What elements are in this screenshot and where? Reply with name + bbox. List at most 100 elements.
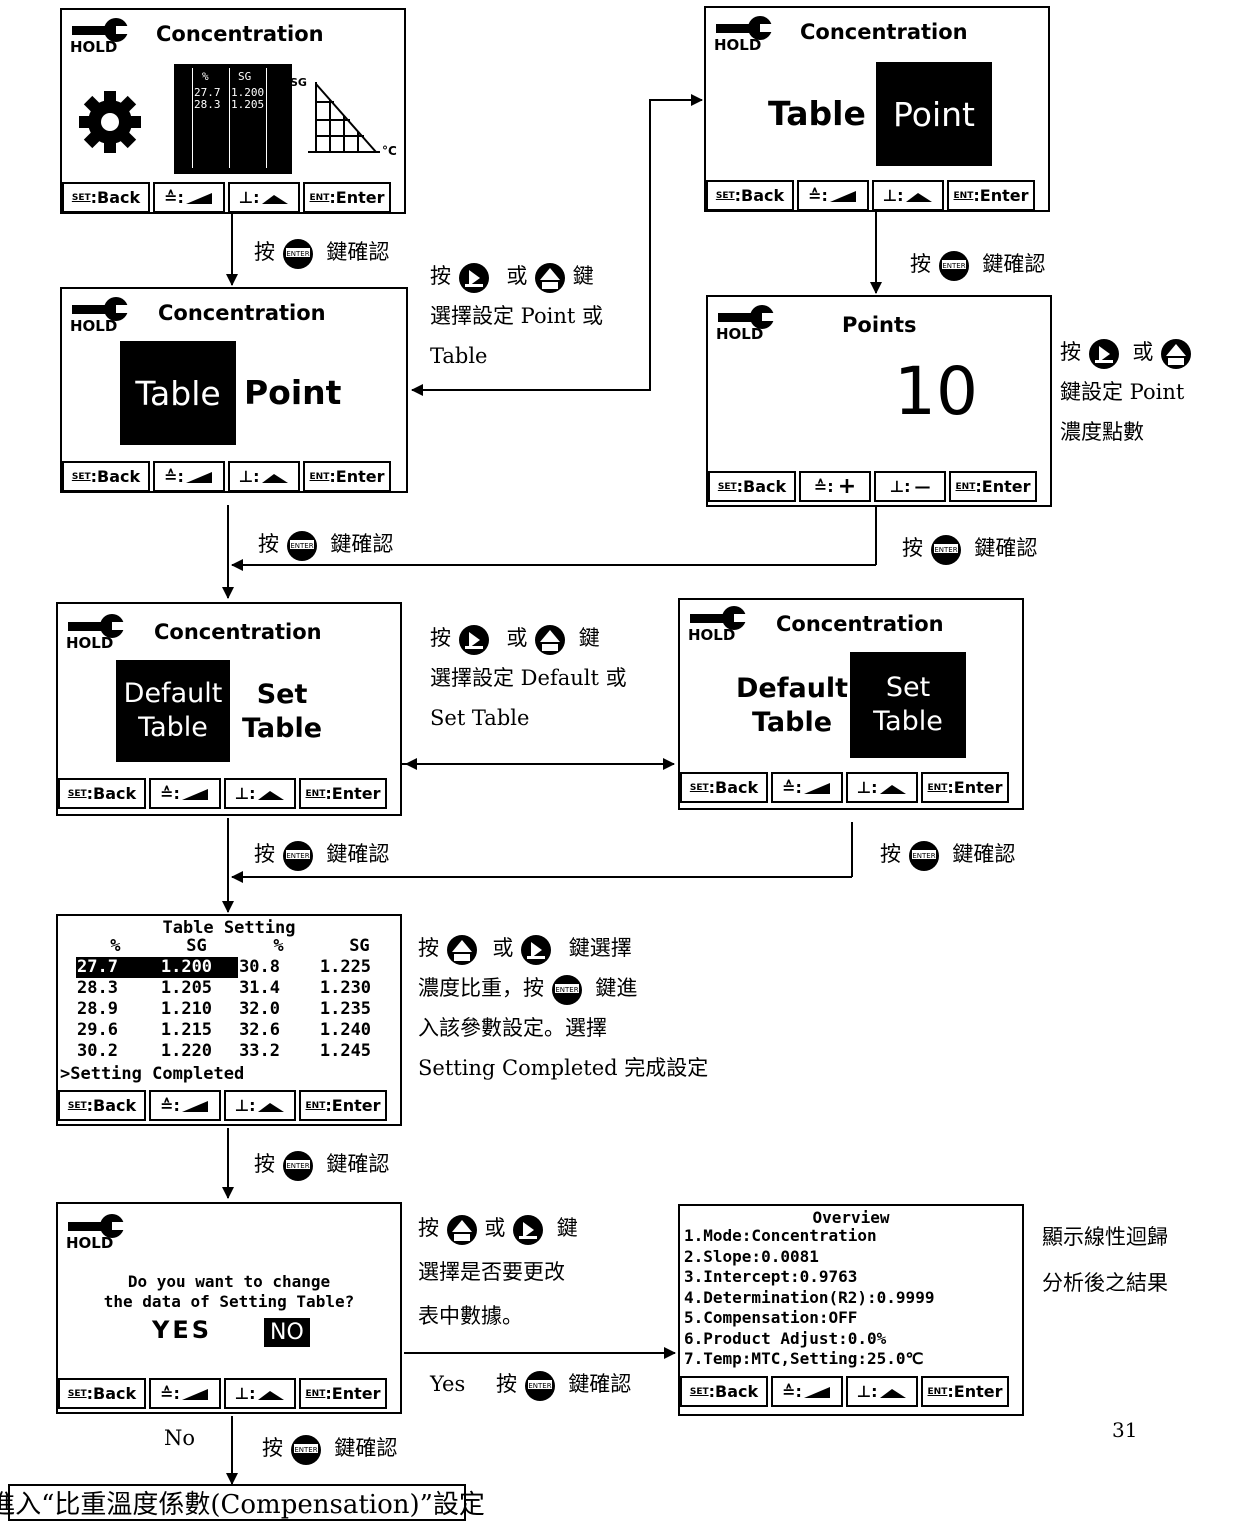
points-value[interactable]: 10 — [894, 353, 978, 430]
option-yes[interactable]: YES — [152, 1316, 213, 1344]
wrench-icon — [716, 16, 774, 40]
up-softkey[interactable]: ≙: — [153, 182, 225, 213]
option-point[interactable]: Point — [244, 373, 342, 412]
up-softkey[interactable]: ≙: — [797, 180, 869, 211]
table-cell[interactable]: 1.235 — [319, 999, 372, 1019]
up-softkey[interactable]: ≙: — [771, 772, 843, 803]
back-softkey[interactable]: SET:Back — [62, 182, 150, 213]
plus-softkey[interactable]: ≙: + — [799, 471, 871, 502]
option-point-selected[interactable]: Point — [876, 62, 992, 166]
back-softkey[interactable]: SET:Back — [680, 1376, 768, 1407]
back-softkey[interactable]: SET:Back — [62, 461, 150, 492]
down-softkey[interactable]: ⊥: — [224, 778, 296, 809]
table-cell[interactable]: 31.4 — [239, 978, 281, 998]
note-confirm-4: 按 ENTER 鍵確認 — [902, 528, 1037, 568]
option-table[interactable]: Table — [768, 94, 866, 133]
down-softkey[interactable]: ⊥: — [872, 180, 944, 211]
enter-softkey[interactable]: ENT:Enter — [949, 471, 1037, 502]
enter-softkey[interactable]: ENT:Enter — [299, 778, 387, 809]
table-cell[interactable]: 32.0 — [239, 999, 281, 1019]
enter-key-icon: ENTER — [286, 530, 317, 561]
table-cell[interactable]: 1.240 — [319, 1020, 372, 1040]
table-row[interactable]: 28.3 1.205 31.4 1.230 — [76, 978, 400, 999]
axis-y-label: SG — [290, 76, 307, 89]
table-cell[interactable]: 32.6 — [239, 1020, 281, 1040]
header-cell: % — [273, 936, 284, 956]
back-softkey[interactable]: SET:Back — [58, 1090, 146, 1121]
enter-softkey[interactable]: ENT:Enter — [303, 461, 391, 492]
hold-label: HOLD — [716, 325, 764, 343]
table-cell[interactable]: 33.2 — [239, 1041, 281, 1061]
table-cell[interactable]: 1.205 — [160, 978, 213, 998]
down-softkey[interactable]: ⊥: — [228, 182, 300, 213]
table-row[interactable]: 29.6 1.215 32.6 1.240 — [76, 1020, 400, 1041]
screen-title: Concentration — [156, 22, 324, 46]
table-cell[interactable]: 1.215 — [160, 1020, 213, 1040]
screen-point-selected: HOLD Concentration Table Point SET:Back … — [704, 6, 1050, 212]
table-row[interactable]: 30.2 1.220 33.2 1.245 — [76, 1041, 400, 1062]
table-row[interactable]: 28.9 1.210 32.0 1.235 — [76, 999, 400, 1020]
enter-softkey[interactable]: ENT:Enter — [303, 182, 391, 213]
table-cell[interactable]: 1.210 — [160, 999, 213, 1019]
table-cell[interactable]: 1.220 — [160, 1041, 213, 1061]
option-table-selected[interactable]: Table — [120, 341, 236, 445]
table-row[interactable]: 27.7 1.200 30.8 1.225 — [76, 957, 400, 978]
table-cell-selected[interactable]: 27.7 — [76, 957, 155, 978]
up-softkey[interactable]: ≙: — [149, 1378, 221, 1409]
down-softkey[interactable]: ⊥: — [224, 1378, 296, 1409]
table-cell[interactable]: 28.9 — [77, 999, 118, 1019]
softkey-bar: SET:Back ≙: ⊥: ENT:Enter — [706, 180, 1035, 211]
table-cell[interactable]: 29.6 — [77, 1020, 118, 1040]
enter-softkey[interactable]: ENT:Enter — [947, 180, 1035, 211]
down-softkey[interactable]: ⊥: — [846, 772, 918, 803]
table-cell[interactable]: 1.245 — [319, 1041, 372, 1061]
enter-softkey[interactable]: ENT:Enter — [921, 1376, 1009, 1407]
enter-softkey[interactable]: ENT:Enter — [921, 772, 1009, 803]
option-no-selected[interactable]: NO — [264, 1318, 310, 1347]
setting-completed-option[interactable]: >Setting Completed — [60, 1064, 245, 1084]
back-softkey[interactable]: SET:Back — [708, 471, 796, 502]
screen-title: Concentration — [776, 612, 944, 636]
table-cell[interactable]: 30.2 — [77, 1041, 118, 1061]
down-softkey[interactable]: ⊥: — [228, 461, 300, 492]
softkey-bar: SET:Back ≙: + ⊥: — ENT:Enter — [708, 471, 1037, 502]
table-cell[interactable]: 1.225 — [319, 957, 372, 977]
enter-key-icon: ENTER — [930, 534, 961, 565]
enter-softkey[interactable]: ENT:Enter — [299, 1090, 387, 1121]
ramp-down-icon — [257, 1102, 284, 1112]
enter-softkey[interactable]: ENT:Enter — [299, 1378, 387, 1409]
down-softkey[interactable]: ⊥: — [224, 1090, 296, 1121]
table-cell[interactable]: 1.230 — [319, 978, 372, 998]
hold-label: HOLD — [66, 1234, 114, 1252]
up-softkey[interactable]: ≙: — [153, 461, 225, 492]
table-cell[interactable]: 30.8 — [239, 957, 281, 977]
up-softkey[interactable]: ≙: — [771, 1376, 843, 1407]
overview-line: 4.Determination(R2):0.9999 — [684, 1287, 935, 1307]
sg-temperature-chart-icon — [308, 82, 380, 153]
svg-text:ENTER: ENTER — [286, 1162, 309, 1170]
hold-label: HOLD — [66, 634, 114, 652]
back-softkey[interactable]: SET:Back — [58, 778, 146, 809]
ramp-up-icon — [185, 192, 212, 204]
enter-key-icon: ENTER — [938, 250, 969, 281]
up-softkey[interactable]: ≙: — [149, 1090, 221, 1121]
enter-key-icon: ENTER — [524, 1370, 555, 1401]
note-confirm-no: 按 ENTER 鍵確認 — [262, 1428, 397, 1468]
up-softkey[interactable]: ≙: — [149, 778, 221, 809]
down-softkey[interactable]: ⊥: — [846, 1376, 918, 1407]
overview-line: 1.Mode:Concentration — [684, 1226, 877, 1245]
enter-key-icon: ENTER — [551, 974, 582, 1005]
back-softkey[interactable]: SET:Back — [706, 180, 794, 211]
enter-key-icon: ENTER — [282, 840, 313, 871]
table-cell[interactable]: 28.3 — [77, 978, 118, 998]
table-cell-selected[interactable]: 1.200 — [154, 957, 239, 978]
ramp-down-icon — [257, 790, 284, 800]
back-softkey[interactable]: SET:Back — [680, 772, 768, 803]
back-softkey[interactable]: SET:Back — [58, 1378, 146, 1409]
minus-softkey[interactable]: ⊥: — — [874, 471, 946, 502]
